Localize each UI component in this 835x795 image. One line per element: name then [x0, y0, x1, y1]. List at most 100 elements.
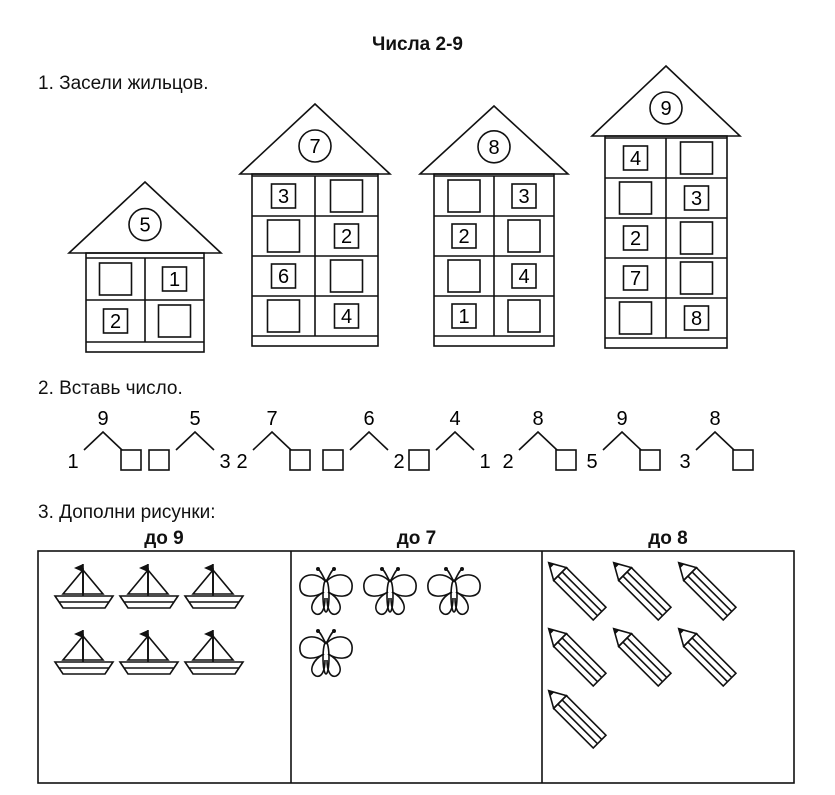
task-3-label: 3. Дополни рисунки: [38, 502, 216, 523]
tree-top-number: 4 [449, 408, 460, 430]
boat-icon [53, 630, 115, 675]
number-box [511, 183, 537, 209]
apartment-number: 1 [169, 269, 180, 291]
boat-icon [183, 564, 245, 609]
task-1-label: 1. Засели жильцов. [38, 73, 209, 94]
tree-right-box [120, 449, 142, 471]
number-box [683, 185, 710, 211]
apartment-number: 2 [630, 228, 641, 250]
tree-left-number: 5 [586, 451, 597, 473]
boat-icon [118, 630, 180, 675]
butterfly-icon [299, 629, 353, 678]
boat-icon [118, 564, 180, 609]
number-box [622, 225, 649, 251]
tree-branches [602, 430, 642, 451]
column-label-1: до 9 [144, 528, 184, 549]
apartment-number: 2 [341, 226, 352, 248]
number-tree-7: 95 [586, 408, 661, 473]
empty-box [679, 221, 714, 255]
empty-box [266, 219, 301, 253]
tree-left-number: 2 [236, 451, 247, 473]
number-tree-6: 82 [502, 408, 577, 473]
empty-box [679, 141, 714, 175]
tree-top-number: 8 [709, 408, 720, 430]
tree-branches [252, 430, 292, 451]
tree-right-box [639, 449, 661, 471]
number-box [161, 266, 188, 292]
boat-icon [183, 630, 245, 675]
apartment-number: 3 [518, 186, 529, 208]
empty-box [507, 299, 541, 333]
tree-right-number: 3 [219, 451, 230, 473]
apartment-number: 4 [630, 148, 641, 170]
empty-box [618, 301, 653, 335]
tree-right-number: 2 [393, 451, 404, 473]
empty-box [98, 262, 133, 296]
empty-box [507, 219, 541, 253]
empty-box [266, 299, 301, 333]
column-label-2: до 7 [396, 528, 437, 549]
number-box [683, 305, 710, 331]
number-tree-8: 83 [679, 408, 754, 473]
house-1: 512 [66, 180, 224, 353]
tree-top-number: 6 [363, 408, 374, 430]
tree-top-number: 8 [532, 408, 543, 430]
roof-circle [649, 91, 683, 125]
house-body [433, 173, 555, 347]
house-body [604, 135, 728, 349]
tree-top-number: 5 [189, 408, 200, 430]
apartment-number: 2 [458, 226, 469, 248]
apartment-number: 7 [630, 268, 641, 290]
drawing-table [37, 550, 795, 784]
apartment-number: 4 [341, 306, 352, 328]
number-box [622, 145, 649, 171]
roof-number: 8 [488, 137, 499, 159]
tree-branches [83, 430, 123, 451]
tree-top-number: 9 [97, 408, 108, 430]
number-box [451, 223, 477, 249]
pencil-icon [612, 627, 673, 688]
butterfly-icon [299, 567, 353, 616]
tree-left-number: 2 [502, 451, 513, 473]
pencil-icon [547, 561, 608, 622]
tree-right-box [732, 449, 754, 471]
apartment-number: 4 [518, 266, 529, 288]
empty-box [679, 261, 714, 295]
tree-right-number: 1 [479, 451, 490, 473]
number-box [451, 303, 477, 329]
number-tree-4: 62 [322, 408, 405, 473]
number-tree-1: 91 [67, 408, 142, 473]
apartment-number: 1 [458, 306, 469, 328]
number-tree-3: 72 [236, 408, 311, 473]
boat-icon [53, 564, 115, 609]
empty-box [447, 259, 481, 293]
roof-number: 9 [660, 98, 671, 120]
task-2-label: 2. Вставь число. [38, 378, 183, 399]
roof-number: 7 [309, 136, 320, 158]
tree-left-box [322, 449, 344, 471]
roof-number: 5 [139, 215, 150, 237]
number-box [270, 263, 297, 289]
tree-left-number: 1 [67, 451, 78, 473]
column-label-3: до 8 [648, 528, 688, 549]
empty-box [447, 179, 481, 213]
tree-right-box [555, 449, 577, 471]
tree-right-box [289, 449, 311, 471]
apartment-number: 6 [278, 266, 289, 288]
roof-circle [298, 129, 332, 163]
number-box [270, 183, 297, 209]
tree-top-number: 9 [616, 408, 627, 430]
house-3: 8 3 2 4 1 [417, 104, 571, 347]
pencil-icon [612, 561, 673, 622]
tree-branches [435, 430, 475, 451]
roof-circle [128, 207, 162, 242]
empty-box [329, 259, 364, 293]
house-body [251, 173, 379, 347]
page-title: Числа 2-9 [372, 34, 463, 55]
empty-box [329, 179, 364, 213]
tree-top-number: 7 [266, 408, 277, 430]
number-tree-5: 41 [408, 408, 491, 473]
tree-left-box [148, 449, 170, 471]
